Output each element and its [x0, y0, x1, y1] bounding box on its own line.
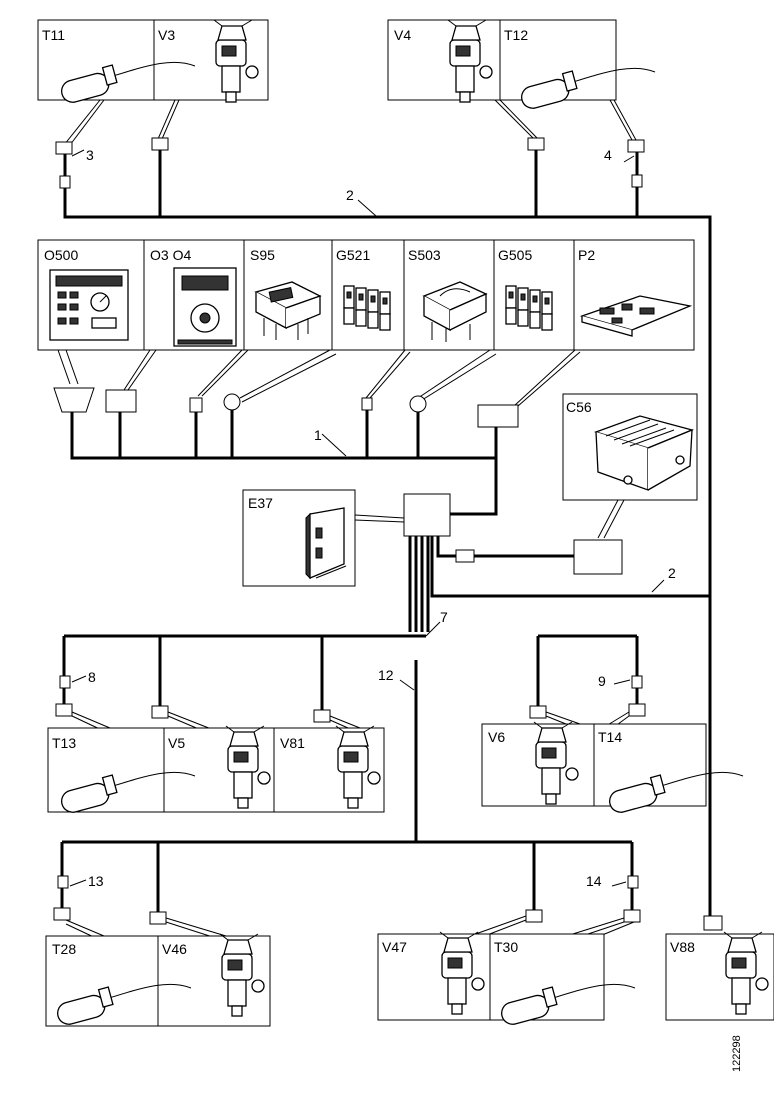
control-unit-icon [305, 507, 347, 580]
label-c56: C56 [566, 399, 592, 415]
connector [623, 909, 641, 923]
label-v5: V5 [168, 735, 185, 751]
label-v81: V81 [280, 735, 305, 751]
circuit-board-icon [579, 295, 693, 337]
label-t13: T13 [52, 735, 76, 751]
label-v88: V88 [670, 939, 695, 955]
connector [313, 709, 331, 723]
connector [105, 389, 137, 413]
component-box-v4 [387, 19, 501, 101]
figure-number: 122298 [731, 1035, 743, 1072]
connector [149, 911, 167, 925]
callout-2: 2 [668, 565, 676, 581]
connector [151, 137, 169, 151]
connector [527, 137, 545, 151]
component-box-t14 [593, 723, 707, 807]
lower-left-group: T13 V5 V81 [47, 725, 385, 816]
label-e37: E37 [248, 495, 273, 511]
middle-row-group: O500 O3 O4 S95 G521 S503 G505 P2 [37, 239, 695, 351]
connector [223, 393, 241, 411]
label-s503: S503 [408, 247, 441, 263]
label-v4: V4 [394, 27, 411, 43]
callout-2: 2 [346, 187, 354, 203]
label-g521: G521 [336, 247, 370, 263]
connector [573, 539, 623, 575]
callout-7: 7 [440, 609, 448, 625]
connector [628, 703, 646, 717]
callout-4: 4 [604, 147, 612, 163]
label-o500: O500 [44, 247, 78, 263]
callout-8: 8 [88, 669, 96, 685]
switch-icon [422, 281, 488, 342]
callout-9: 9 [598, 673, 606, 689]
connector [631, 174, 643, 188]
connector [57, 875, 69, 889]
c56-group: C56 [562, 393, 698, 501]
callout-12: 12 [378, 667, 394, 683]
bottom-left-group: T28 V46 [45, 933, 271, 1028]
label-t14: T14 [598, 729, 622, 745]
callout-1: 1 [314, 427, 322, 443]
connector [55, 141, 73, 155]
harness-2 [63, 188, 712, 596]
connector [631, 675, 643, 689]
connector [627, 875, 639, 889]
connector [525, 909, 543, 923]
control-panel-icon [49, 269, 129, 341]
label-p2: P2 [578, 247, 595, 263]
connector [53, 907, 71, 921]
callout-14: 14 [586, 873, 602, 889]
switch-icon [254, 281, 322, 340]
label-t30: T30 [494, 939, 518, 955]
label-v46: V46 [162, 941, 187, 957]
lower-right-group: V6 T14 [481, 721, 744, 816]
component-box-p2 [573, 239, 695, 351]
bottom-middle-group: V47 T30 [377, 931, 636, 1028]
connector [59, 675, 71, 689]
connector [53, 387, 95, 413]
connector [189, 397, 203, 413]
callout-13: 13 [88, 873, 104, 889]
label-t11: T11 [42, 27, 65, 43]
label-v3: V3 [158, 27, 175, 43]
connector [59, 175, 71, 189]
top-right-group: V4 T12 [387, 19, 656, 112]
harness-1 [70, 412, 498, 460]
connector [455, 549, 475, 563]
top-left-group: T11 V3 [37, 19, 269, 106]
connector [627, 139, 645, 153]
component-box-v3 [153, 19, 269, 101]
component-box-v88 [665, 933, 774, 1021]
label-t28: T28 [52, 941, 76, 957]
label-g505: G505 [498, 247, 532, 263]
callout-3: 3 [86, 147, 94, 163]
display-unit-icon [173, 267, 237, 347]
label-v6: V6 [488, 729, 505, 745]
label-s95: S95 [250, 247, 275, 263]
connector [361, 397, 373, 411]
label-t12: T12 [504, 27, 528, 43]
connector [409, 395, 427, 413]
v88-group: V88 [665, 931, 774, 1021]
e37-group: E37 [242, 489, 356, 587]
label-v47: V47 [382, 939, 407, 955]
connector [529, 705, 547, 719]
connector [403, 493, 451, 537]
connector [55, 703, 73, 717]
connector [477, 404, 519, 428]
connector [151, 705, 169, 719]
terminal-block-icon [593, 415, 695, 491]
label-o3o4: O3 O4 [150, 247, 191, 263]
connector [703, 915, 723, 931]
